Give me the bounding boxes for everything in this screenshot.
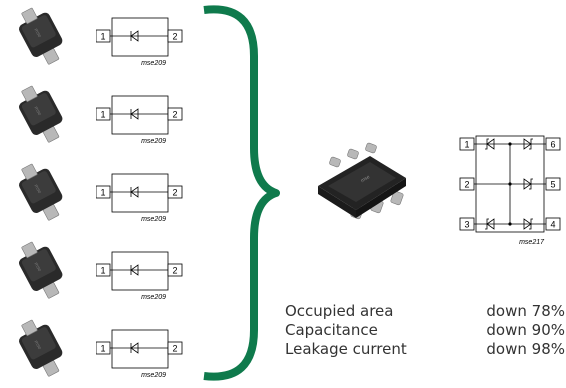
comparison-row-leakage: Leakage current down 98%	[285, 340, 565, 358]
single-diode-row: mse 1 2 mse209	[0, 0, 210, 76]
diode-symbol-icon: 1 2 mse209	[96, 17, 183, 66]
schematic-caption: mse217	[519, 239, 545, 246]
comparison-label: Occupied area	[285, 302, 394, 320]
comparison-row-capacitance: Capacitance down 90%	[285, 321, 565, 339]
svg-text:mse: mse	[360, 174, 371, 184]
single-diode-row: mse 1 2 mse209	[0, 234, 210, 310]
diode-symbol-icon: 1 2 mse209	[96, 329, 183, 378]
diagram-caption: mse209	[141, 216, 166, 222]
single-diode-row: mse 1 2 mse209	[0, 312, 210, 388]
diagram-caption: mse209	[141, 138, 166, 144]
pin-label-1: 1	[464, 140, 469, 150]
comparison-value: down 78%	[486, 302, 565, 320]
diode-symbol-icon: 1 2 mse209	[96, 173, 183, 222]
svg-text:mse: mse	[33, 28, 43, 39]
comparison-label: Capacitance	[285, 321, 378, 339]
svg-text:mse: mse	[33, 340, 43, 351]
diagram-caption: mse209	[141, 60, 166, 66]
pin-label-right: 2	[172, 188, 177, 198]
single-diode-list: mse 1 2 mse209 mse	[0, 0, 210, 386]
pin-label-right: 2	[172, 32, 177, 42]
pin-label-right: 2	[172, 344, 177, 354]
six-pin-schematic-icon: 1 2 3 4 5 6 mse217	[459, 135, 561, 246]
pin-label-6: 6	[550, 140, 555, 150]
sod-package-icon: mse	[19, 85, 63, 143]
pin-label-left: 1	[100, 188, 105, 198]
single-diode-row: mse 1 2 mse209	[0, 78, 210, 154]
pin-label-2: 2	[464, 180, 469, 190]
sod-package-icon: mse	[19, 7, 63, 65]
pin-label-3: 3	[464, 220, 469, 230]
pin-label-left: 1	[100, 32, 105, 42]
curly-brace-icon	[203, 5, 280, 381]
pin-label-right: 2	[172, 110, 177, 120]
pin-label-4: 4	[550, 220, 555, 230]
svg-text:mse: mse	[33, 184, 43, 195]
svg-text:mse: mse	[33, 106, 43, 117]
diode-symbol-icon: 1 2 mse209	[96, 251, 183, 300]
comparison-value: down 98%	[486, 340, 565, 358]
sod-package-icon: mse	[19, 163, 63, 221]
diagram-caption: mse209	[141, 372, 166, 378]
comparison-value: down 90%	[486, 321, 565, 339]
sod-package-icon: mse	[19, 319, 63, 377]
comparison-row-area: Occupied area down 78%	[285, 302, 565, 320]
diode-symbol-icon: 1 2 mse209	[96, 95, 183, 144]
pin-label-left: 1	[100, 266, 105, 276]
diagram-caption: mse209	[141, 294, 166, 300]
svg-text:mse: mse	[33, 262, 43, 273]
pin-label-5: 5	[550, 180, 555, 190]
sod-package-icon: mse	[19, 241, 63, 299]
pin-label-left: 1	[100, 110, 105, 120]
pin-label-right: 2	[172, 266, 177, 276]
comparison-label: Leakage current	[285, 340, 407, 358]
six-pin-package-icon: mse	[318, 142, 406, 220]
single-diode-row: mse 1 2 mse209	[0, 156, 210, 232]
pin-label-left: 1	[100, 344, 105, 354]
